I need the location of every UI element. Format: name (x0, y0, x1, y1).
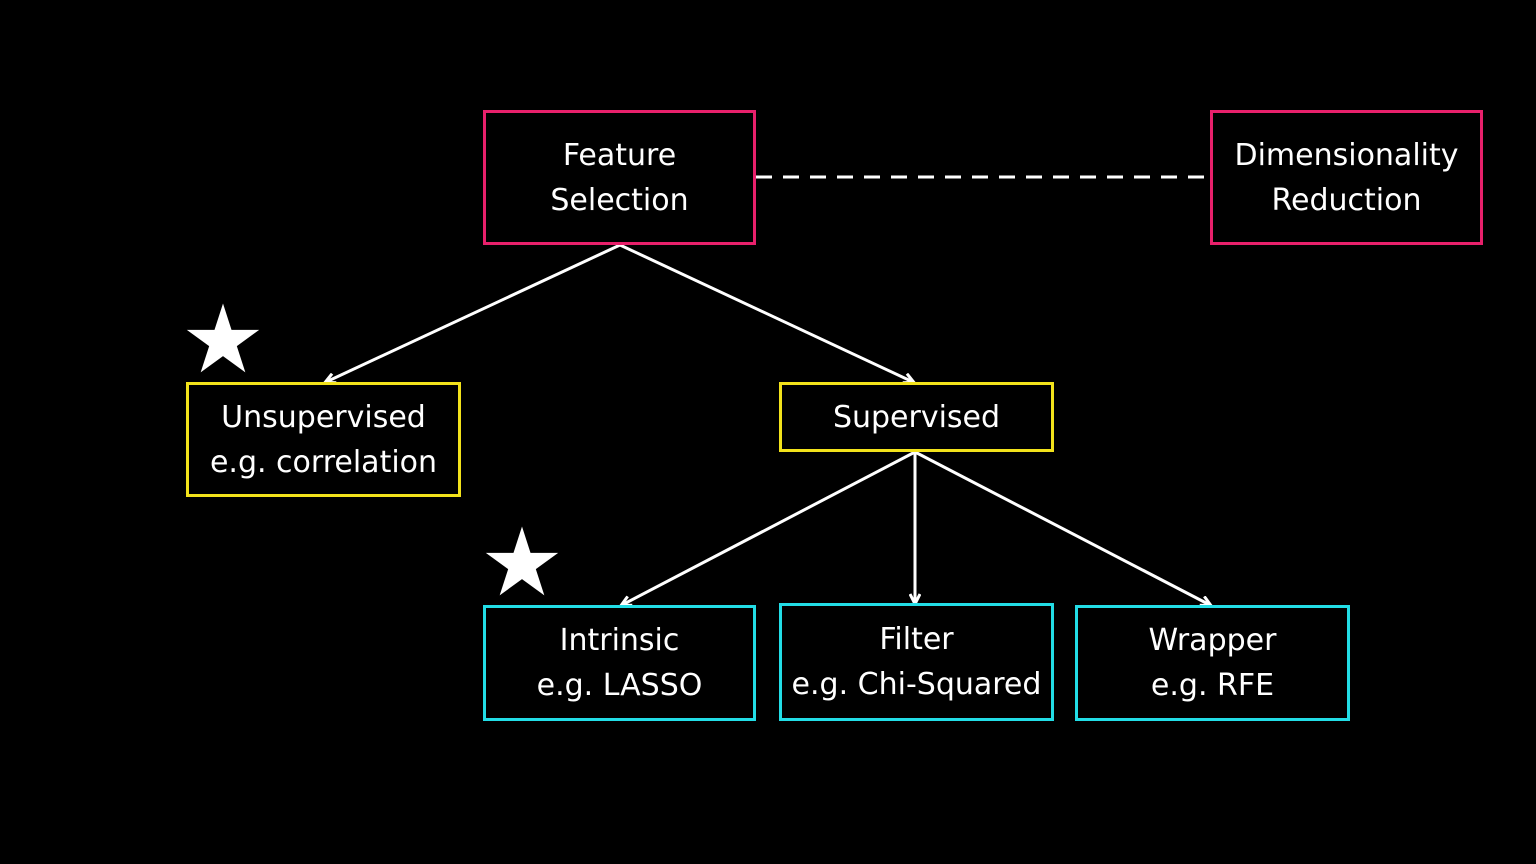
feature-selection-box: Feature Selection (483, 110, 756, 245)
intrinsic-box: Intrinsic e.g. LASSO (483, 605, 756, 721)
supervised-label: Supervised (832, 399, 1001, 435)
filter-box: Filter e.g. Chi-Squared (779, 603, 1054, 721)
dimensionality-reduction-box: Dimensionality Reduction (1210, 110, 1483, 245)
wrapper-box: Wrapper e.g. RFE (1075, 605, 1350, 721)
intrinsic-label: Intrinsic (559, 623, 680, 658)
star-icon (186, 303, 260, 373)
arrow-supervised-to-wrapper (914, 450, 1210, 605)
feature-selection-label-line-1: Feature (562, 137, 677, 173)
filter-label: Filter (879, 622, 954, 657)
dimensionality-reduction-label-line-2: Reduction (1271, 182, 1422, 218)
unsupervised-label: Unsupervised (221, 399, 426, 435)
arrow-feature-selection-to-supervised (619, 243, 913, 382)
supervised-box: Supervised (779, 382, 1054, 452)
intrinsic-example: e.g. LASSO (536, 668, 703, 703)
feature-selection-label-line-2: Selection (550, 182, 689, 218)
dimensionality-reduction-label-line-1: Dimensionality (1234, 137, 1459, 173)
arrow-feature-selection-to-unsupervised (326, 243, 621, 382)
arrow-supervised-to-intrinsic (622, 450, 916, 605)
filter-example: e.g. Chi-Squared (791, 667, 1042, 702)
wrapper-example: e.g. RFE (1150, 668, 1275, 703)
unsupervised-example: e.g. correlation (209, 444, 438, 480)
star-icon (485, 526, 559, 596)
wrapper-label: Wrapper (1148, 623, 1277, 658)
unsupervised-box: Unsupervised e.g. correlation (186, 382, 461, 497)
